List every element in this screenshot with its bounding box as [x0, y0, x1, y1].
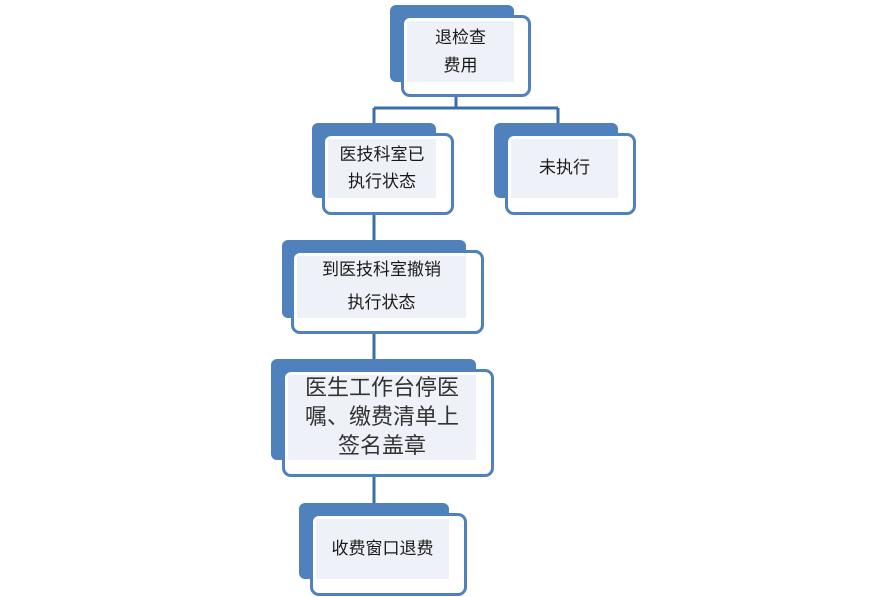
node-label: 医技科室已 执行状态: [328, 139, 436, 198]
node-label: 医生工作台停医 嘱、缴费清单上 签名盖章: [288, 375, 476, 460]
node-label: 未执行: [511, 139, 618, 198]
node-label: 到医技科室撤销 执行状态: [297, 256, 466, 318]
node-label: 退检查 费用: [407, 21, 514, 82]
node-label: 收费窗口退费: [316, 519, 449, 579]
